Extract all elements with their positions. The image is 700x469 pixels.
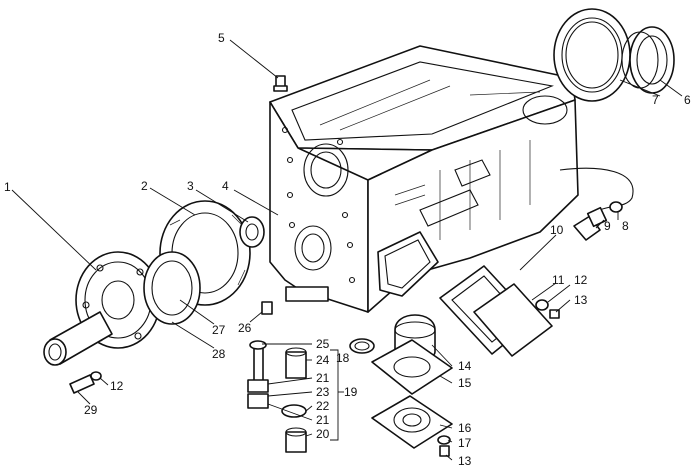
- bolt-part-29: [69, 371, 102, 394]
- callout-7: 7: [652, 93, 659, 107]
- callout-26: 26: [238, 321, 252, 335]
- seal-part-3: [239, 216, 265, 248]
- callout-24: 24: [316, 353, 330, 367]
- gasket-part-15: [371, 339, 453, 395]
- callout-19: 19: [344, 385, 358, 399]
- callout-2: 2: [141, 179, 148, 193]
- callout-21-bottom: 21: [316, 413, 330, 427]
- callout-10: 10: [550, 223, 564, 237]
- front-cover-part-1: [43, 251, 161, 366]
- callout-21-top: 21: [316, 371, 330, 385]
- plug-part-26: [261, 301, 273, 315]
- callout-22: 22: [316, 399, 330, 413]
- cover-part-11: [473, 283, 553, 357]
- callout-18: 18: [336, 351, 350, 365]
- callout-4: 4: [222, 179, 229, 193]
- bolt-17-13-bottom: [437, 435, 451, 457]
- ring-gear-part-7: [553, 8, 631, 102]
- plug-part-9: [573, 206, 608, 241]
- callout-12-left: 12: [110, 379, 124, 393]
- callout-8: 8: [622, 219, 629, 233]
- callout-13-bottom: 13: [458, 454, 472, 468]
- callout-1: 1: [4, 180, 11, 194]
- callout-14: 14: [458, 359, 472, 373]
- callout-labels: 1 2 3 4 5 6 7 8 9 10 11 12 12 13 13 14 1…: [4, 31, 691, 468]
- callout-27: 27: [212, 323, 226, 337]
- washer-part-8: [609, 201, 623, 213]
- callout-13-right: 13: [574, 293, 588, 307]
- callout-9: 9: [604, 219, 611, 233]
- callout-29: 29: [84, 403, 98, 417]
- callout-16: 16: [458, 421, 472, 435]
- callout-6: 6: [684, 93, 691, 107]
- callout-28: 28: [212, 347, 226, 361]
- callout-5: 5: [218, 31, 225, 45]
- callout-12-right: 12: [574, 273, 588, 287]
- filter-base-part-16: [371, 395, 453, 449]
- seal-ring-part-18: [349, 338, 375, 354]
- callout-3: 3: [187, 179, 194, 193]
- seal-part-28: [143, 251, 201, 325]
- bearing-part-6: [621, 26, 675, 94]
- leader-lines: [11, 39, 683, 461]
- gearbox-housing: [269, 45, 634, 313]
- callout-17: 17: [458, 436, 472, 450]
- callout-25: 25: [316, 337, 330, 351]
- callout-20: 20: [316, 427, 330, 441]
- breather-part-5: [273, 75, 288, 92]
- drain-valve-stack: [247, 340, 307, 453]
- callout-11: 11: [552, 273, 565, 287]
- callout-15: 15: [458, 376, 472, 390]
- callout-23: 23: [316, 385, 330, 399]
- washer-bolt-12-13-right: [535, 299, 560, 319]
